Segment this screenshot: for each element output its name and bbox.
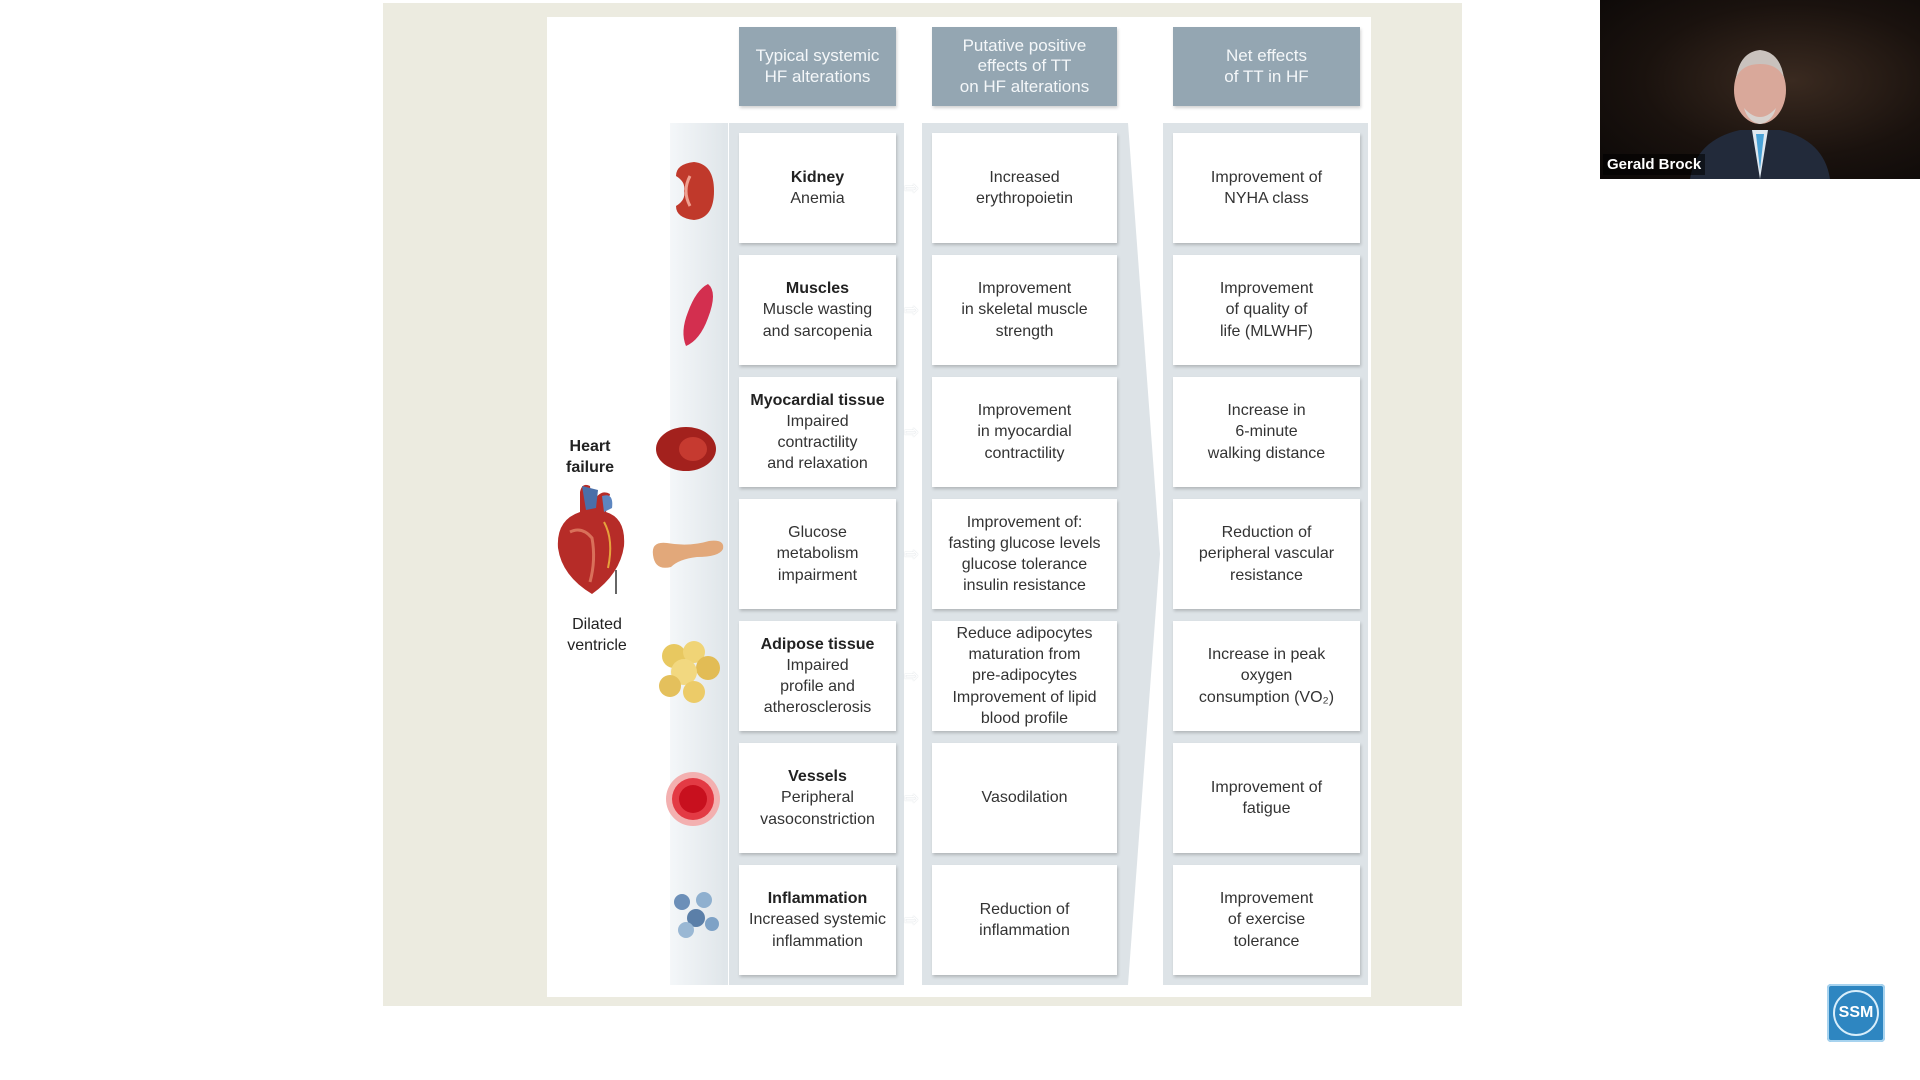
net-effect-7: Improvement of exercise tolerance bbox=[1173, 865, 1360, 975]
effect-myocardial: Improvement in myocardial contractility bbox=[932, 377, 1117, 487]
net-effect-6: Improvement of fatigue bbox=[1173, 743, 1360, 853]
net-effect-2: Improvement of quality of life (MLWHF) bbox=[1173, 255, 1360, 365]
effect-muscles: Improvement in skeletal muscle strength bbox=[932, 255, 1117, 365]
adipose-icon bbox=[656, 640, 722, 704]
heart-failure-label: Heart failure bbox=[555, 437, 625, 479]
webcam-video[interactable]: Gerald Brock bbox=[1600, 0, 1920, 179]
alteration-vessels: Vessels Peripheral vasoconstriction bbox=[739, 743, 896, 853]
arrow-right-icon: ⇨ bbox=[904, 788, 919, 809]
arrow-right-icon: ⇨ bbox=[904, 300, 919, 321]
alteration-desc: Peripheral vasoconstriction bbox=[760, 787, 875, 829]
alteration-title: Kidney bbox=[791, 167, 844, 188]
alteration-title: Myocardial tissue bbox=[750, 390, 884, 411]
effect-vessels: Vasodilation bbox=[932, 743, 1117, 853]
alteration-desc: Impaired profile and atherosclerosis bbox=[764, 655, 872, 718]
header-net-effects: Net effects of TT in HF bbox=[1173, 27, 1360, 106]
alteration-desc: Muscle wasting and sarcopenia bbox=[763, 299, 872, 341]
net-effect-1: Improvement of NYHA class bbox=[1173, 133, 1360, 243]
participant-name: Gerald Brock bbox=[1603, 154, 1705, 175]
alteration-title: Inflammation bbox=[768, 888, 868, 909]
inflammation-cells-icon bbox=[670, 890, 720, 942]
alteration-kidney: Kidney Anemia bbox=[739, 133, 896, 243]
logo-text: SSM bbox=[1839, 1004, 1874, 1022]
effect-adipose: Reduce adipocytes maturation from pre-ad… bbox=[932, 621, 1117, 731]
arrow-right-icon: ⇨ bbox=[904, 910, 919, 931]
logo-ring: SSM bbox=[1833, 990, 1879, 1036]
arrow-right-icon: ⇨ bbox=[904, 422, 919, 443]
net-effect-5: Increase in peak oxygen consumption (VO₂… bbox=[1173, 621, 1360, 731]
alteration-glucose: Glucose metabolism impairment bbox=[739, 499, 896, 609]
alteration-adipose: Adipose tissue Impaired profile and athe… bbox=[739, 621, 896, 731]
alteration-title: Adipose tissue bbox=[761, 634, 875, 655]
header-effects: Putative positive effects of TT on HF al… bbox=[932, 27, 1117, 106]
pancreas-icon bbox=[649, 535, 727, 573]
alteration-desc: Impaired contractility and relaxation bbox=[767, 411, 868, 474]
header-alterations: Typical systemic HF alterations bbox=[739, 27, 896, 106]
alteration-desc: Increased systemic inflammation bbox=[749, 909, 886, 951]
effect-kidney: Increased erythropoietin bbox=[932, 133, 1117, 243]
ssm-logo[interactable]: SSM bbox=[1827, 984, 1885, 1042]
alteration-title: Muscles bbox=[786, 278, 849, 299]
flow-chevron bbox=[1120, 123, 1162, 985]
net-effect-3: Increase in 6-minute walking distance bbox=[1173, 377, 1360, 487]
muscle-icon bbox=[678, 282, 718, 348]
effect-inflammation: Reduction of inflammation bbox=[932, 865, 1117, 975]
arrow-right-icon: ⇨ bbox=[904, 544, 919, 565]
net-effect-4: Reduction of peripheral vascular resista… bbox=[1173, 499, 1360, 609]
heart-icon bbox=[552, 482, 634, 600]
effect-glucose: Improvement of: fasting glucose levels g… bbox=[932, 499, 1117, 609]
myocardium-icon bbox=[655, 425, 717, 473]
vessel-icon bbox=[664, 770, 722, 828]
alteration-myocardial: Myocardial tissue Impaired contractility… bbox=[739, 377, 896, 487]
alteration-desc: Anemia bbox=[790, 188, 844, 209]
alteration-inflammation: Inflammation Increased systemic inflamma… bbox=[739, 865, 896, 975]
alteration-muscles: Muscles Muscle wasting and sarcopenia bbox=[739, 255, 896, 365]
arrow-right-icon: ⇨ bbox=[904, 178, 919, 199]
dilated-ventricle-label: Dilated ventricle bbox=[555, 615, 639, 657]
alteration-desc: Glucose metabolism impairment bbox=[777, 522, 859, 585]
alteration-title: Vessels bbox=[788, 766, 847, 787]
arrow-right-icon: ⇨ bbox=[904, 666, 919, 687]
kidney-icon bbox=[668, 160, 718, 222]
